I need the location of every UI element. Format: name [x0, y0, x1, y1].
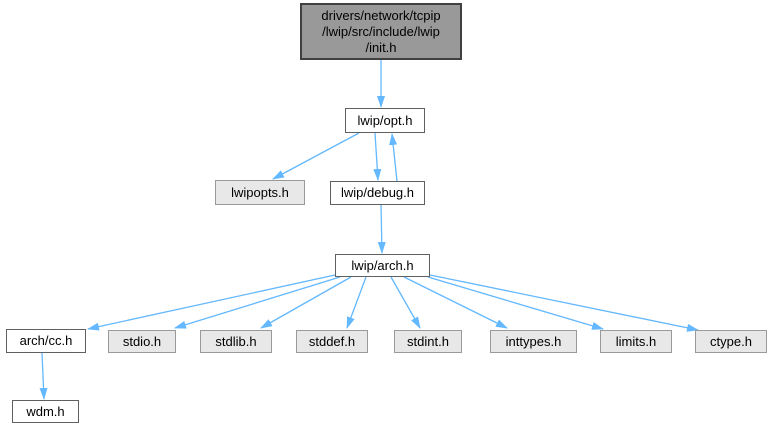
node-lwip-debug-h[interactable]: lwip/debug.h — [330, 181, 425, 205]
node-stdint-h: stdint.h — [394, 330, 462, 353]
node-stdlib-h: stdlib.h — [200, 330, 272, 353]
edge-debug-to-opt — [389, 133, 398, 182]
node-lwip-arch-h[interactable]: lwip/arch.h — [335, 254, 430, 277]
node-init-h: drivers/network/tcpip /lwip/src/include/… — [300, 3, 462, 60]
edge-cc-to-wdm — [39, 352, 48, 400]
node-arch-cc-h[interactable]: arch/cc.h — [6, 329, 86, 353]
node-limits-h: limits.h — [600, 330, 672, 353]
node-wdm-h[interactable]: wdm.h — [12, 400, 79, 423]
node-inttypes-h: inttypes.h — [490, 330, 577, 353]
node-ctype-h: ctype.h — [695, 330, 767, 353]
edge-arch-to-stdio — [174, 276, 341, 329]
edge-opt-to-debug — [373, 132, 382, 181]
edge-arch-to-stdlib — [260, 276, 352, 329]
edge-arch-to-stdint — [390, 276, 421, 329]
node-lwipopts-h: lwipopts.h — [215, 180, 305, 205]
node-stdio-h: stdio.h — [108, 330, 176, 353]
edge-arch-to-inttypes — [403, 276, 508, 329]
edge-arch-to-limits — [427, 276, 604, 330]
node-stddef-h: stddef.h — [296, 330, 368, 353]
edge-arch-to-cc — [87, 274, 336, 331]
node-lwip-opt-h[interactable]: lwip/opt.h — [345, 108, 425, 133]
edge-arch-to-ctype — [429, 274, 699, 332]
edge-debug-to-arch — [377, 204, 386, 254]
edge-opt-to-lwipopts — [272, 132, 360, 180]
edge-arch-to-stddef — [346, 276, 367, 329]
